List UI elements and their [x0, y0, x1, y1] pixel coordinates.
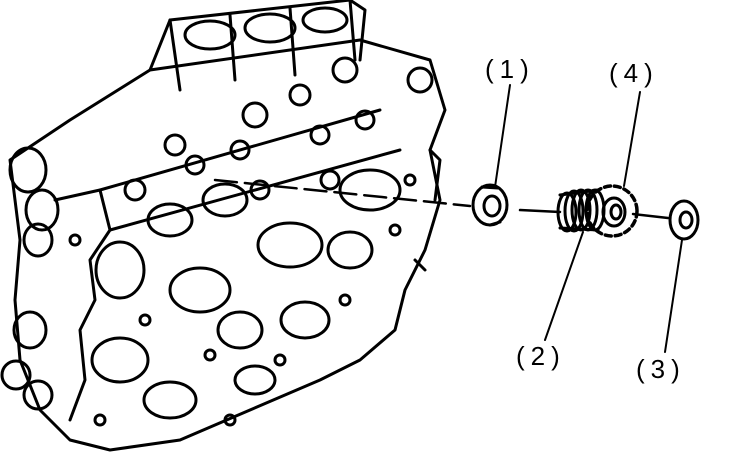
valve-stem-seal-icon: [471, 183, 509, 227]
spring-retainer-icon: [668, 199, 700, 241]
assembly-axis-line: [213, 178, 472, 208]
callout-label-4: (4): [609, 58, 659, 88]
callout-label-1: (1): [485, 54, 535, 84]
valve-spring-icon: [556, 188, 606, 233]
callout-label-2: (2): [516, 341, 566, 371]
highlighted-seat-icon: [585, 184, 639, 238]
cylinder-head-icon: [0, 0, 447, 452]
leader-line-1: [494, 84, 511, 188]
leader-line-4: [623, 91, 641, 187]
leader-line-2: [544, 231, 584, 341]
leader-line-3: [664, 239, 683, 353]
callout-label-3: (3): [636, 354, 686, 384]
